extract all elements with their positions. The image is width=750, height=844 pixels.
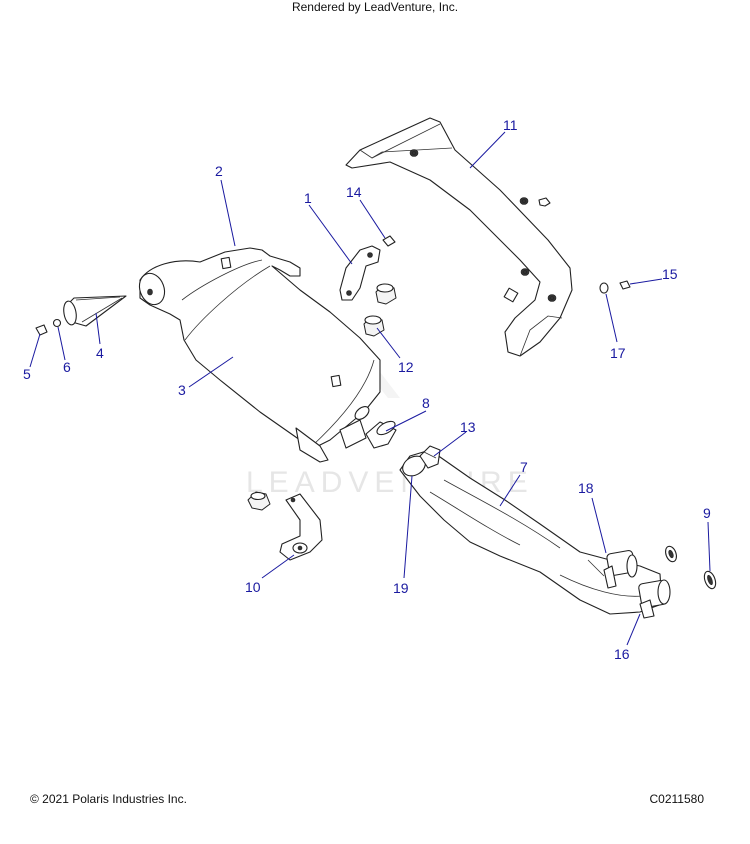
callout-8[interactable]: 8	[422, 395, 430, 411]
leader-4	[95, 312, 101, 345]
callout-15[interactable]: 15	[662, 266, 678, 282]
callout-17[interactable]: 17	[610, 345, 626, 361]
leader-5	[29, 333, 41, 368]
screw-part-15[interactable]	[619, 280, 631, 290]
callout-12[interactable]: 12	[398, 359, 414, 375]
leader-19	[403, 475, 413, 579]
screw-part-14[interactable]	[382, 235, 396, 247]
copyright-text: © 2021 Polaris Industries Inc.	[30, 792, 187, 806]
leader-13	[433, 431, 467, 457]
leader-15	[629, 278, 663, 285]
callout-16[interactable]: 16	[614, 646, 630, 662]
bracket-part-10[interactable]	[279, 493, 323, 561]
gasket-part-9[interactable]	[664, 545, 718, 590]
callout-10[interactable]: 10	[245, 579, 261, 595]
leader-17	[605, 293, 618, 343]
gasket-part-8[interactable]	[365, 419, 397, 449]
callout-18[interactable]: 18	[578, 480, 594, 496]
callout-6[interactable]: 6	[63, 359, 71, 375]
callout-5[interactable]: 5	[23, 366, 31, 382]
shield-screw[interactable]	[538, 197, 551, 207]
leader-8	[385, 410, 427, 432]
leader-9	[707, 521, 711, 572]
callout-14[interactable]: 14	[346, 184, 362, 200]
rendered-by-text: Rendered by LeadVenture, Inc.	[291, 0, 459, 14]
leader-6	[57, 326, 66, 361]
callout-2[interactable]: 2	[215, 163, 223, 179]
callout-9[interactable]: 9	[703, 505, 711, 521]
leader-18	[591, 497, 607, 554]
callout-7[interactable]: 7	[520, 459, 528, 475]
heat-shield[interactable]	[345, 117, 573, 357]
leader-1	[308, 204, 353, 265]
bracket-part-1[interactable]	[339, 245, 381, 301]
leader-12	[376, 327, 401, 359]
washer-part-17[interactable]	[599, 282, 609, 294]
callout-1[interactable]: 1	[304, 190, 312, 206]
grommet-part-12[interactable]	[363, 283, 397, 337]
leader-11	[469, 131, 506, 169]
head-pipe[interactable]	[399, 449, 671, 619]
callout-13[interactable]: 13	[460, 419, 476, 435]
leader-7	[499, 474, 521, 507]
grommet-part-10[interactable]	[247, 491, 271, 511]
callout-19[interactable]: 19	[393, 580, 409, 596]
leader-14	[359, 199, 386, 239]
callout-4[interactable]: 4	[96, 345, 104, 361]
leader-16	[626, 613, 641, 646]
leader-3	[188, 356, 234, 388]
spark-arrestor-tip[interactable]	[62, 295, 127, 327]
muffler[interactable]	[135, 247, 381, 463]
leader-10	[261, 554, 295, 579]
leader-2	[220, 179, 236, 247]
washer-part-6[interactable]	[52, 318, 62, 328]
clamp-part-13[interactable]	[419, 445, 441, 469]
callout-3[interactable]: 3	[178, 382, 186, 398]
diagram-code: C0211580	[649, 792, 705, 806]
bolt-part-5[interactable]	[35, 324, 48, 336]
callout-11[interactable]: 11	[503, 117, 518, 133]
